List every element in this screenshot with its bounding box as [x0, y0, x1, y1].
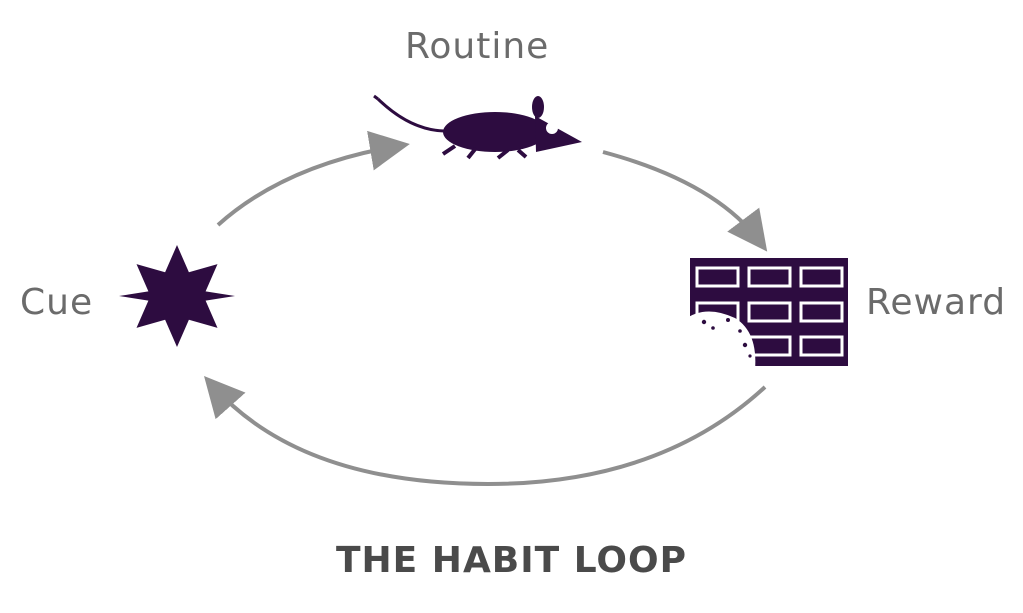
arrow-reward-to-cue — [204, 376, 767, 487]
arrow-cue-to-routine — [216, 130, 410, 227]
diagram-title: THE HABIT LOOP — [336, 540, 687, 581]
reward-label: Reward — [866, 282, 1007, 323]
cue-label: Cue — [20, 282, 94, 323]
routine-label: Routine — [405, 26, 550, 67]
arrow-routine-to-reward — [602, 150, 768, 252]
chocolate-bar-icon — [684, 258, 848, 370]
starburst-icon — [119, 245, 235, 347]
mouse-icon — [373, 94, 582, 160]
